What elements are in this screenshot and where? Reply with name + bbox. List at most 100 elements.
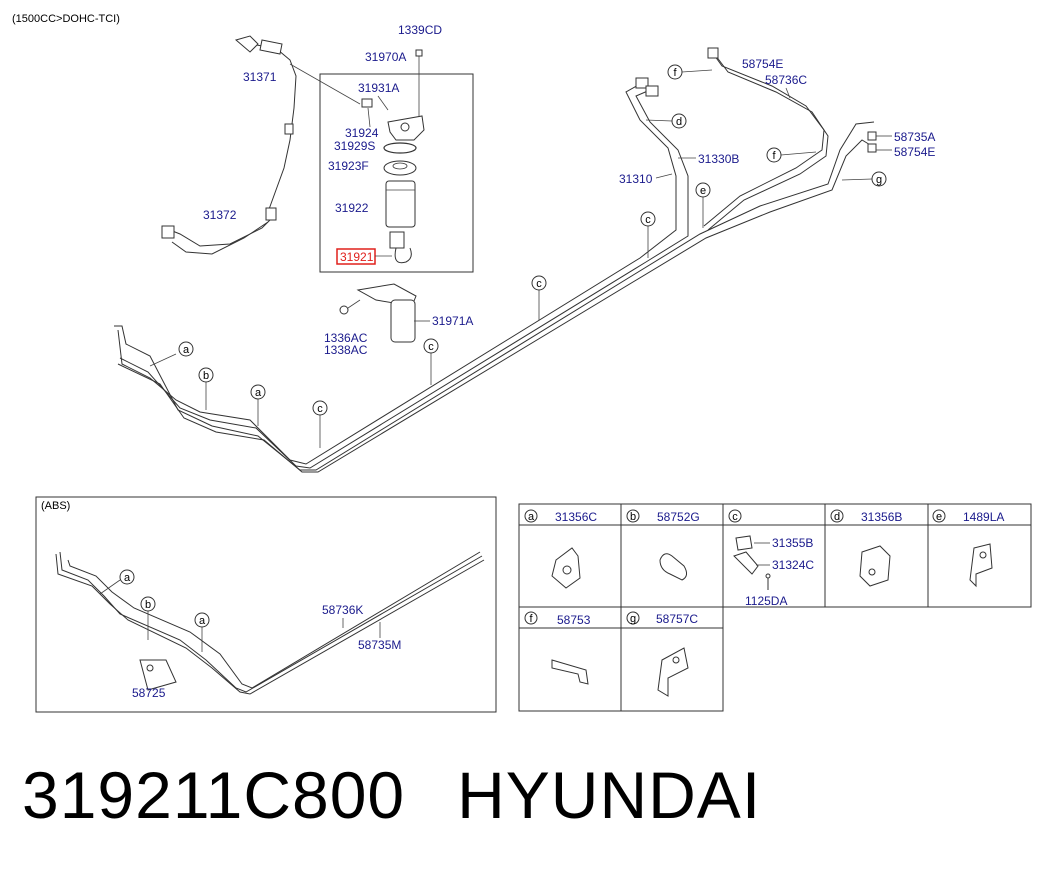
abs-bracket-bolt bbox=[146, 664, 154, 672]
hose-31372-b bbox=[171, 221, 269, 255]
svg-text:c: c bbox=[317, 403, 323, 415]
callout-c-2: c bbox=[423, 338, 439, 385]
label-58735M[interactable]: 58735M bbox=[358, 638, 401, 652]
label-58735A[interactable]: 58735A bbox=[894, 130, 935, 144]
label-31310[interactable]: 31310 bbox=[619, 172, 653, 186]
label-31971A[interactable]: 31971A bbox=[432, 314, 473, 328]
abs-note: (ABS) bbox=[41, 500, 70, 512]
label-31923F[interactable]: 31923F bbox=[328, 159, 369, 173]
label-1338AC[interactable]: 1338AC bbox=[324, 343, 368, 357]
fuel-line-58754e bbox=[117, 139, 873, 473]
svg-text:c: c bbox=[428, 341, 434, 353]
leader-31310 bbox=[655, 173, 673, 179]
connector-58735a bbox=[867, 131, 877, 141]
legend-code-b: 58752G bbox=[657, 510, 700, 524]
abs-callout-a-2: a bbox=[194, 612, 210, 652]
label-31330B[interactable]: 31330B bbox=[698, 152, 739, 166]
abs-fuel-line-2 bbox=[55, 553, 485, 695]
abs-callout-a-1: a bbox=[99, 569, 135, 595]
svg-text:a: a bbox=[183, 344, 190, 356]
label-31371[interactable]: 31371 bbox=[243, 70, 277, 84]
leader-31371 bbox=[289, 63, 361, 105]
hose-31372 bbox=[169, 217, 273, 247]
connector-31310-top bbox=[645, 85, 659, 97]
legend-cell-b: b 58752G bbox=[626, 509, 700, 581]
label-31921[interactable]: 31921 bbox=[340, 250, 374, 264]
leader-31924 bbox=[367, 107, 371, 128]
abs-fuel-line-1 bbox=[59, 551, 483, 693]
callout-f-1: f bbox=[667, 64, 713, 80]
label-58754E-top[interactable]: 58754E bbox=[742, 57, 783, 71]
abs-variant-frame bbox=[35, 496, 497, 713]
svg-text:f: f bbox=[673, 67, 677, 79]
legend-cell-g: g 58757C bbox=[626, 611, 698, 697]
hose-connector-bottom bbox=[161, 225, 175, 239]
abs-callout-b: b bbox=[140, 596, 156, 640]
hose-connector-top bbox=[234, 35, 259, 53]
bolt-1336ac bbox=[339, 305, 349, 315]
legend-code-d: 31356B bbox=[861, 510, 902, 524]
svg-text:b: b bbox=[630, 511, 636, 523]
legend-c-31355B: 31355B bbox=[772, 536, 813, 550]
legend-code-e: 1489LA bbox=[963, 510, 1004, 524]
fitting-31924 bbox=[361, 98, 373, 108]
callout-c-1: c bbox=[312, 400, 328, 448]
legend-c-1125DA: 1125DA bbox=[745, 594, 787, 608]
gasket-inner bbox=[392, 162, 408, 170]
svg-text:d: d bbox=[676, 116, 682, 128]
sensor-31921 bbox=[389, 231, 405, 249]
callout-e: e bbox=[695, 182, 711, 228]
legend-cell-a: a 31356C bbox=[524, 509, 597, 589]
callout-b-1: b bbox=[198, 367, 214, 410]
label-58736C[interactable]: 58736C bbox=[765, 73, 807, 87]
label-31929S[interactable]: 31929S bbox=[334, 139, 375, 153]
label-58725[interactable]: 58725 bbox=[132, 686, 166, 700]
svg-text:b: b bbox=[145, 599, 151, 611]
connector-58754e-top bbox=[707, 47, 719, 59]
svg-text:c: c bbox=[732, 511, 738, 523]
label-31922[interactable]: 31922 bbox=[335, 201, 369, 215]
svg-text:c: c bbox=[645, 214, 651, 226]
leader-bolt bbox=[347, 299, 361, 309]
leader-31931a bbox=[377, 95, 389, 111]
label-31931A[interactable]: 31931A bbox=[358, 81, 399, 95]
legend-cell-f: f 58753 bbox=[524, 611, 591, 685]
sensor-wire bbox=[394, 247, 412, 264]
label-1339CD[interactable]: 1339CD bbox=[398, 23, 442, 37]
svg-text:f: f bbox=[772, 150, 776, 162]
connector-31330b-top bbox=[635, 77, 649, 89]
legend-cell-e: e 1489LA bbox=[932, 509, 1004, 588]
legend-code-f: 58753 bbox=[557, 613, 591, 627]
svg-text:b: b bbox=[203, 370, 209, 382]
svg-text:g: g bbox=[876, 174, 882, 186]
hose-clip-lower bbox=[265, 207, 277, 221]
vapor-line-58736c-b bbox=[707, 55, 829, 231]
svg-text:a: a bbox=[124, 572, 131, 584]
label-31970A[interactable]: 31970A bbox=[365, 50, 406, 64]
svg-text:a: a bbox=[199, 615, 206, 627]
abs-fuel-line-3 bbox=[67, 551, 481, 689]
label-58736K[interactable]: 58736K bbox=[322, 603, 363, 617]
hose-clamp-top bbox=[259, 39, 283, 55]
gasket-31923f bbox=[383, 160, 417, 176]
hose-clip-mid bbox=[284, 123, 294, 135]
legend-cell-c: c 31355B 31324C 1125DA bbox=[728, 509, 814, 608]
svg-text:a: a bbox=[528, 511, 535, 523]
callout-g: g bbox=[841, 171, 887, 187]
callout-c-4: c bbox=[640, 211, 656, 258]
label-31372[interactable]: 31372 bbox=[203, 208, 237, 222]
callout-f-2: f bbox=[766, 147, 817, 163]
svg-text:e: e bbox=[936, 511, 942, 523]
label-31924[interactable]: 31924 bbox=[345, 126, 379, 140]
filter-assembly-frame bbox=[319, 73, 474, 273]
legend-code-a: 31356C bbox=[555, 510, 597, 524]
filter-body-31922 bbox=[385, 180, 416, 228]
label-1336AC[interactable]: 1336AC bbox=[324, 331, 368, 345]
svg-text:g: g bbox=[630, 613, 636, 625]
connector-58754e-right bbox=[867, 143, 877, 153]
svg-text:a: a bbox=[255, 387, 262, 399]
label-58754E-right[interactable]: 58754E bbox=[894, 145, 935, 159]
o-ring-31929s bbox=[383, 142, 417, 154]
callout-a-2: a bbox=[250, 384, 266, 426]
